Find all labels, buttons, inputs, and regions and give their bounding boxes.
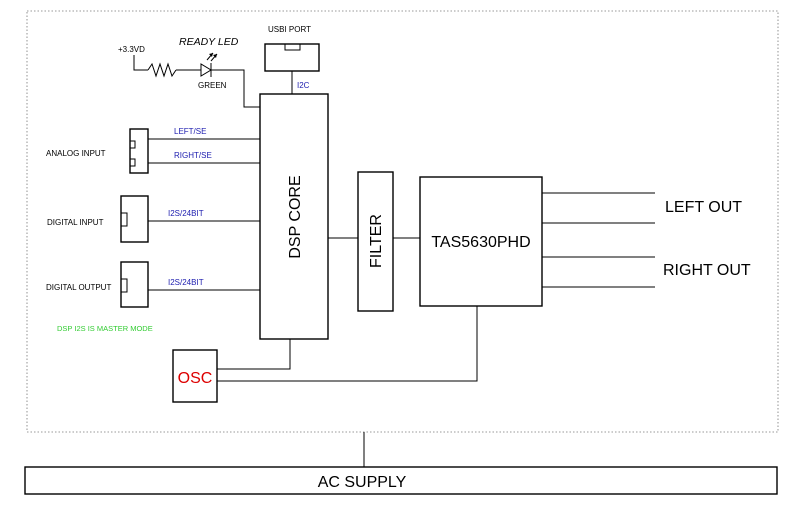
- i2s-in-label: I2S/24BIT: [168, 209, 204, 218]
- usbi-port-label: USBI PORT: [268, 25, 311, 34]
- osc-amp-wire: [217, 306, 478, 382]
- i2c-label: I2C: [297, 81, 310, 90]
- filter-label: FILTER: [368, 214, 385, 268]
- usbi-port-connector: [264, 43, 320, 72]
- usbi-port-slot: [284, 43, 301, 51]
- i2s-out-label: I2S/24BIT: [168, 278, 204, 287]
- osc-dsp-wire: [217, 339, 291, 370]
- analog-input-label: ANALOG INPUT: [46, 149, 106, 158]
- left-out-label: LEFT OUT: [665, 199, 742, 216]
- dsp-core-label: DSP CORE: [287, 175, 304, 258]
- board-outline: [26, 10, 779, 433]
- left-se-label: LEFT/SE: [174, 127, 206, 136]
- master-mode-note: DSP I2S IS MASTER MODE: [57, 324, 153, 333]
- led-diode-icon: [200, 52, 218, 77]
- digital-output-slot: [120, 278, 128, 293]
- digital-input-connector: [120, 195, 149, 243]
- ac-supply-label: AC SUPPLY: [318, 474, 407, 491]
- analog-pin-top: [129, 140, 136, 149]
- ready-led-label: READY LED: [179, 36, 239, 48]
- right-se-label: RIGHT/SE: [174, 151, 212, 160]
- right-out-label: RIGHT OUT: [663, 262, 751, 279]
- led-color-label: GREEN: [198, 81, 227, 90]
- osc-label: OSC: [178, 370, 213, 387]
- amplifier-label: TAS5630PHD: [431, 234, 530, 251]
- amplifier-block: [419, 176, 543, 307]
- osc-block: [172, 349, 218, 403]
- analog-pin-bottom: [129, 158, 136, 167]
- filter-block: [357, 171, 394, 312]
- digital-input-label: DIGITAL INPUT: [47, 218, 104, 227]
- led-to-dsp-wire: [211, 69, 260, 108]
- power-rail-wire: [133, 55, 148, 71]
- digital-output-label: DIGITAL OUTPUT: [46, 283, 111, 292]
- digital-input-slot: [120, 212, 128, 227]
- digital-output-connector: [120, 261, 149, 308]
- dsp-core-block: [259, 93, 329, 340]
- resistor-icon: [147, 62, 177, 78]
- power-rail-label: +3.3VD: [118, 45, 145, 54]
- ac-supply-block: [24, 466, 778, 495]
